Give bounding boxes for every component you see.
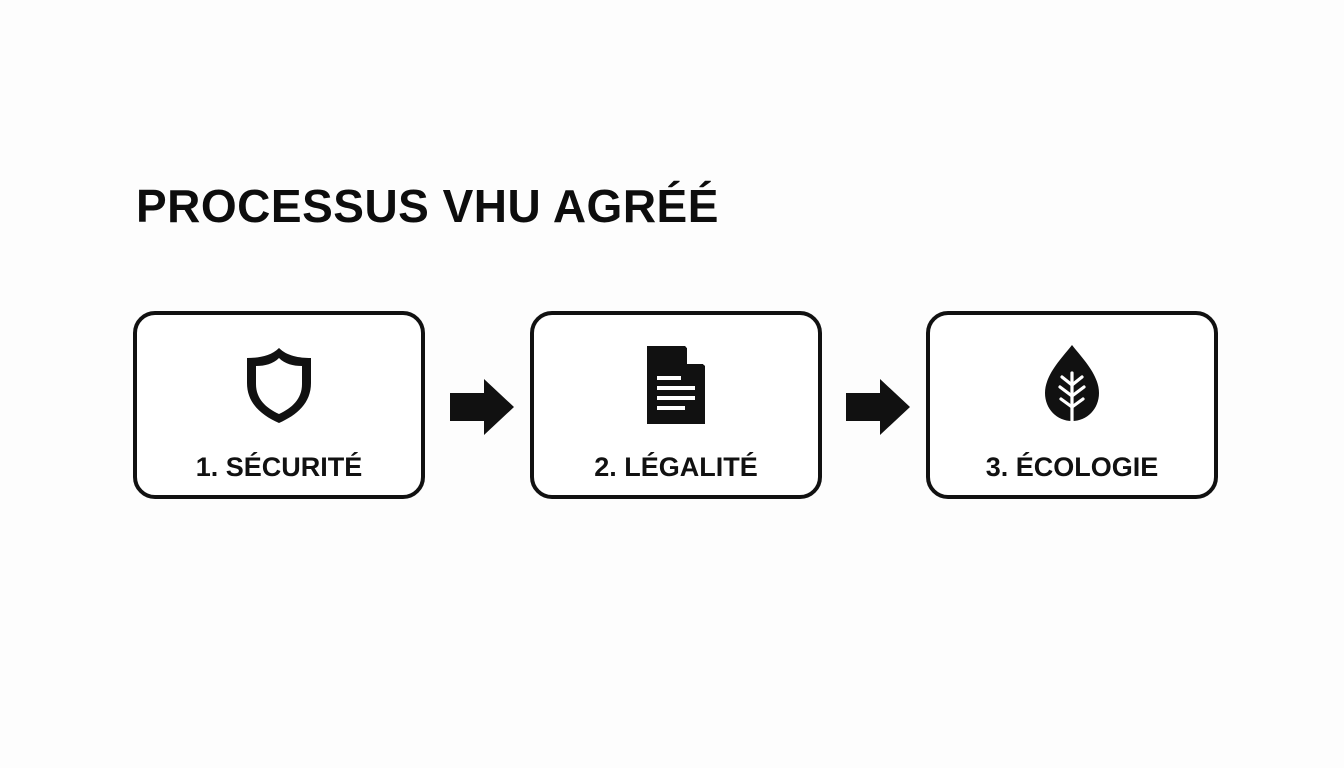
arrow-right-icon <box>448 377 516 437</box>
shield-icon <box>244 343 314 427</box>
step-legalite: 2. LÉGALITÉ <box>530 311 822 499</box>
step-label: 1. SÉCURITÉ <box>195 452 363 482</box>
arrow-right-icon <box>844 377 912 437</box>
leaf-icon <box>1037 343 1107 427</box>
diagram-title: PROCESSUS VHU AGRÉÉ <box>136 180 719 232</box>
document-icon <box>641 343 711 427</box>
step-label: 3. ÉCOLOGIE <box>985 452 1159 482</box>
step-securite: 1. SÉCURITÉ <box>133 311 425 499</box>
step-label: 2. LÉGALITÉ <box>594 452 758 482</box>
step-ecologie: 3. ÉCOLOGIE <box>926 311 1218 499</box>
